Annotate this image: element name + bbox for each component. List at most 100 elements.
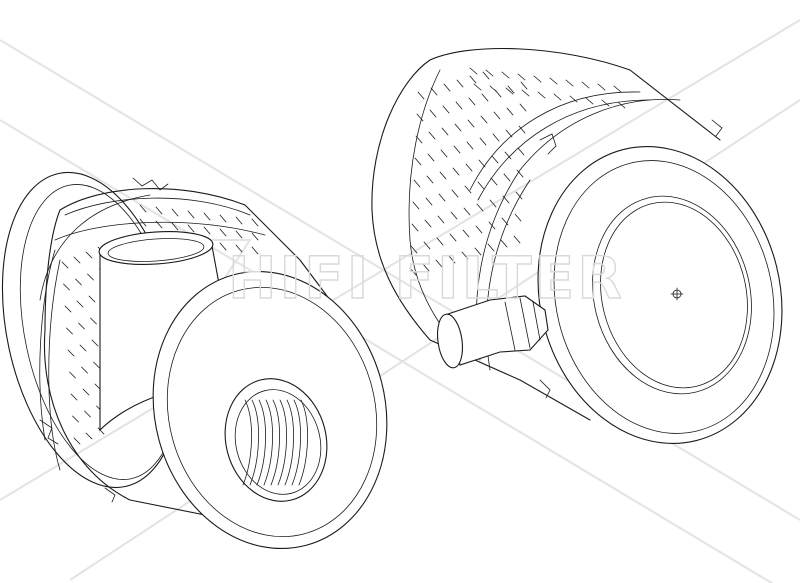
vent-slot: [490, 177, 498, 186]
vent-slot: [75, 278, 82, 286]
vent-slot: [155, 220, 163, 229]
vent-slot: [187, 210, 195, 219]
vent-slot: [503, 173, 511, 182]
vent-slot: [549, 77, 558, 85]
vent-slot: [90, 317, 97, 325]
vent-slot: [171, 208, 179, 217]
vent-slot: [79, 344, 87, 352]
screen-slat: [256, 399, 266, 486]
vent-slot: [81, 366, 88, 374]
vent-slot: [501, 217, 509, 226]
vent-slot: [438, 193, 446, 202]
vent-slot: [426, 175, 434, 184]
vent-slot: [533, 75, 542, 83]
screen-slat: [249, 399, 259, 486]
vent-slot: [476, 203, 484, 212]
vent-slot: [485, 69, 494, 77]
vent-slot: [67, 349, 75, 357]
screen-slat: [291, 399, 301, 486]
vent-slot: [411, 223, 419, 232]
screen-slat: [284, 399, 294, 486]
screen-slat: [263, 399, 273, 486]
vent-slot: [436, 237, 444, 246]
vent-slot: [469, 75, 477, 84]
vent-slot: [417, 91, 425, 100]
vent-slot: [513, 235, 521, 244]
vent-slot: [501, 71, 510, 79]
vent-slot: [441, 127, 449, 136]
outlet-screen-grid: [242, 399, 308, 486]
vent-slot: [617, 101, 626, 109]
vent-slot: [480, 115, 488, 124]
vent-slot: [565, 79, 574, 87]
vent-slot: [139, 218, 147, 227]
vent-slot: [85, 432, 93, 440]
vent-slot: [493, 111, 501, 120]
vent-slot: [456, 79, 464, 88]
vent-slot: [219, 242, 227, 251]
vent-slot: [520, 81, 528, 90]
vent-slot: [504, 151, 512, 160]
vent-slot: [474, 247, 482, 256]
vent-slot: [455, 101, 463, 110]
vent-slot: [491, 155, 499, 164]
vent-slot: [514, 213, 522, 222]
vent-slot: [155, 206, 163, 215]
vent-slot: [219, 214, 227, 223]
vent-slot: [139, 204, 147, 213]
vent-slot: [466, 141, 474, 150]
vent-slot: [492, 133, 500, 142]
vent-slot: [448, 255, 456, 264]
vent-slot: [437, 215, 445, 224]
vent-slot: [435, 259, 443, 268]
vent-slot: [585, 97, 594, 105]
vent-slot: [78, 322, 85, 330]
vent-slot: [91, 339, 99, 347]
vent-slot: [416, 113, 424, 122]
vent-slot: [424, 219, 432, 228]
vent-slot: [462, 229, 470, 238]
vent-slot: [442, 105, 450, 114]
screen-slat: [298, 399, 308, 486]
vent-slot: [427, 153, 435, 162]
vent-slot: [171, 222, 179, 231]
vent-slot: [487, 243, 495, 252]
vent-slot: [505, 87, 514, 95]
vent-slot: [87, 273, 94, 281]
vent-slot: [251, 232, 259, 241]
vent-slot: [72, 415, 79, 423]
vent-slot: [251, 246, 259, 255]
vent-slot: [203, 212, 211, 221]
vent-slot: [516, 169, 524, 178]
vent-slot: [518, 125, 526, 134]
vent-slot: [515, 191, 523, 200]
screen-slat: [270, 399, 280, 486]
vent-slot: [93, 361, 100, 369]
vent-slot: [506, 107, 514, 116]
vent-slot: [454, 123, 462, 132]
vent-slot: [467, 119, 475, 128]
vent-slot: [452, 167, 460, 176]
vent-slot: [449, 233, 457, 242]
vent-slot: [613, 85, 622, 93]
vent-slot: [187, 224, 195, 233]
vent-slot: [251, 218, 259, 227]
vent-slot: [85, 251, 93, 259]
vent-slot: [415, 135, 423, 144]
screen-slat: [242, 399, 252, 486]
vent-slot: [597, 83, 606, 91]
vent-slot: [235, 230, 243, 239]
vent-slot: [69, 371, 76, 379]
vent-slot: [430, 87, 438, 96]
vent-slot: [440, 149, 448, 158]
vent-slot: [439, 171, 447, 180]
vent-slot: [84, 410, 91, 418]
vent-slot: [479, 137, 487, 146]
vent-slot: [500, 239, 508, 248]
vent-slot: [82, 388, 90, 396]
vent-slot: [482, 71, 490, 80]
vent-slot: [463, 207, 471, 216]
watermark-text: HIFI FILTER: [228, 244, 625, 312]
vent-slot: [61, 261, 69, 269]
